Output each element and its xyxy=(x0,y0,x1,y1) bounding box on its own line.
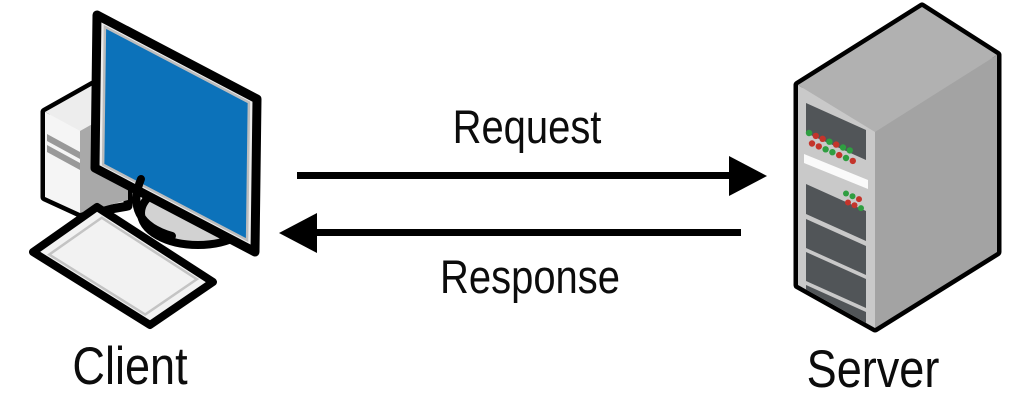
server-tower-icon xyxy=(793,2,1002,333)
red-led xyxy=(845,199,851,206)
red-led xyxy=(856,196,862,203)
green-led xyxy=(826,138,833,145)
green-led xyxy=(842,154,850,162)
tower-vent-stripe xyxy=(47,145,80,170)
monitor-stand-cable xyxy=(132,175,176,240)
server-label: Server xyxy=(806,340,940,399)
client-label: Client xyxy=(72,337,188,396)
red-led xyxy=(812,132,819,140)
server-top-face xyxy=(798,7,997,132)
led-row xyxy=(805,129,853,154)
red-led xyxy=(851,202,858,209)
green-led xyxy=(822,146,829,153)
server-side-face xyxy=(875,55,997,328)
front-stripe xyxy=(804,154,868,189)
red-led xyxy=(849,157,856,165)
green-led xyxy=(805,129,813,137)
red-led xyxy=(808,140,816,147)
drive-bay xyxy=(806,252,866,308)
monitor-screen xyxy=(101,24,251,243)
client-computer-icon xyxy=(29,10,262,329)
drive-bay xyxy=(806,184,866,241)
red-led xyxy=(836,151,843,159)
led-cluster-row xyxy=(845,199,864,212)
green-led xyxy=(829,149,836,156)
response-label: Response xyxy=(440,250,620,303)
green-led xyxy=(858,205,864,212)
red-led xyxy=(819,135,826,142)
green-led xyxy=(843,190,849,197)
red-led xyxy=(815,143,822,150)
request-arrow-shaft xyxy=(297,172,729,179)
drive-bay xyxy=(806,103,866,160)
response-arrowhead xyxy=(279,213,317,253)
response-arrow-shaft xyxy=(317,229,741,236)
keyboard xyxy=(29,203,217,329)
request-label: Request xyxy=(452,100,602,153)
request-arrowhead xyxy=(729,156,767,196)
red-led xyxy=(833,141,840,148)
drive-bay xyxy=(806,219,866,275)
monitor xyxy=(90,10,262,257)
led-cluster-row xyxy=(843,190,862,203)
led-row xyxy=(808,140,856,165)
green-led xyxy=(849,193,856,200)
green-led xyxy=(839,144,847,151)
green-led xyxy=(846,147,853,154)
tower-vent-stripe xyxy=(47,134,80,159)
